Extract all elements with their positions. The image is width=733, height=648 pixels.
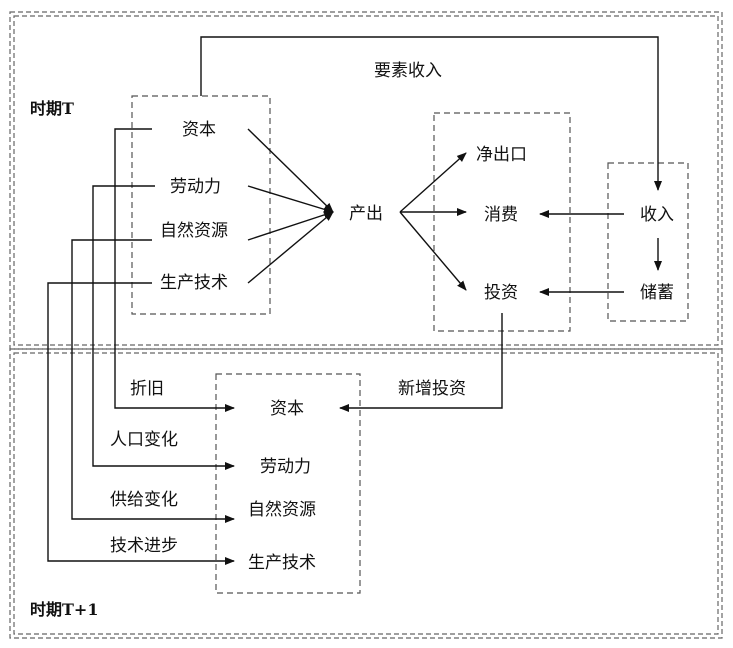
- household-box: [607, 162, 689, 322]
- capital-transition-arrow: [114, 128, 235, 412]
- labor-transition-arrow: [92, 185, 235, 470]
- new-investment-arrow: [339, 313, 503, 412]
- use-investment: 投资: [484, 283, 518, 303]
- factors-t-box: [131, 95, 271, 315]
- period-t1-frame: [9, 348, 723, 639]
- factor-t-resources: 自然资源: [160, 221, 228, 241]
- factor-t-labor: 劳动力: [170, 177, 221, 197]
- output-node: 产出: [349, 204, 383, 224]
- arrow-output-to-net-exports: [399, 152, 467, 213]
- factor-t1-capital: 资本: [270, 399, 304, 419]
- population-change-label: 人口变化: [110, 430, 178, 450]
- arrow-resources-to-output: [247, 211, 334, 241]
- use-consumption: 消费: [484, 205, 518, 225]
- factor-t1-resources: 自然资源: [248, 500, 316, 520]
- supply-change-label: 供给变化: [110, 490, 178, 510]
- household-income: 收入: [640, 205, 674, 225]
- arrow-labor-to-output: [247, 185, 334, 214]
- period-t-label: 时期T: [30, 99, 74, 118]
- factor-income-label: 要素收入: [374, 61, 442, 81]
- factor-t-technology: 生产技术: [160, 273, 228, 293]
- period-t-frame: [9, 11, 723, 350]
- resources-transition-arrow: [71, 239, 235, 523]
- new-investment-label: 新增投资: [398, 379, 466, 399]
- arrow-tech-to-output: [247, 211, 334, 284]
- factor-t1-technology: 生产技术: [248, 553, 316, 573]
- factor-income-arrow: [200, 36, 662, 191]
- depreciation-label: 折旧: [130, 379, 164, 399]
- use-net-exports: 净出口: [476, 145, 527, 165]
- tech-transition-arrow: [47, 282, 235, 565]
- factor-t1-labor: 劳动力: [260, 457, 311, 477]
- period-t1-label: 时期T+1: [30, 600, 98, 619]
- household-saving: 储蓄: [640, 283, 674, 303]
- arrow-capital-to-output: [247, 128, 334, 213]
- factor-t-capital: 资本: [182, 120, 216, 140]
- factors-t1-box: [215, 373, 361, 594]
- arrow-output-to-investment: [399, 211, 467, 291]
- tech-progress-label: 技术进步: [110, 536, 178, 556]
